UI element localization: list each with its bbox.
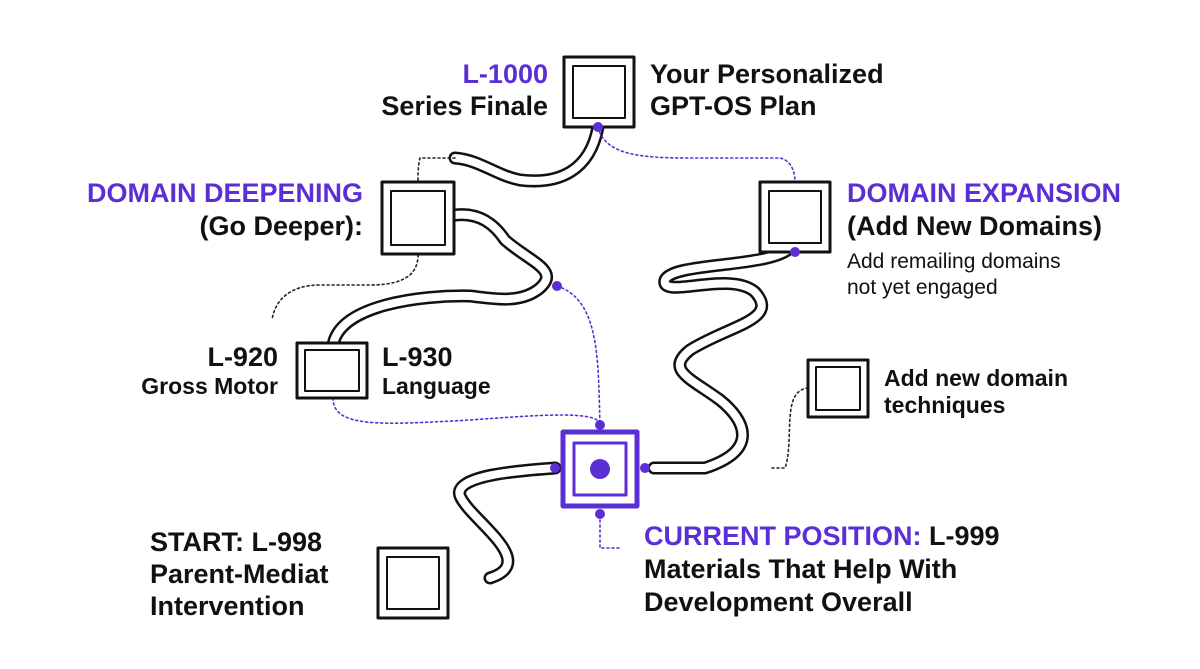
track-start-to-current xyxy=(453,461,562,585)
node-finale xyxy=(562,55,636,129)
current-position-heading: CURRENT POSITION: L-999 xyxy=(644,521,1000,551)
finale-code: L-1000 xyxy=(462,59,548,89)
dotted-links-dark xyxy=(271,157,811,469)
current-position-code: L-999 xyxy=(921,521,1000,551)
track-current-to-expansion xyxy=(647,241,797,475)
current-position-prefix: CURRENT POSITION: xyxy=(644,521,922,551)
finale-subtitle: Series Finale xyxy=(381,91,548,121)
plan-title-line2: GPT-OS Plan xyxy=(650,91,817,121)
language-name: Language xyxy=(382,373,491,399)
start-line3: Intervention xyxy=(150,591,305,621)
start-line1: START: L-998 xyxy=(150,527,323,557)
techniques-line1: Add new domain xyxy=(884,365,1068,391)
deepening-title: DOMAIN DEEPENING xyxy=(86,178,363,208)
node-gross-motor-language xyxy=(295,341,369,400)
gross-motor-code: L-920 xyxy=(207,342,278,372)
track-finale-to-deepening xyxy=(448,120,605,188)
node-domain-expansion xyxy=(758,180,832,254)
connector-dots xyxy=(550,122,800,519)
node-domain-deepening xyxy=(380,180,456,256)
start-line2: Parent-Mediat xyxy=(150,559,329,589)
expansion-subtitle: (Add New Domains) xyxy=(847,211,1103,241)
current-position-line2: Materials That Help With xyxy=(644,554,958,584)
node-current-position xyxy=(560,429,640,509)
track-deepening-to-gross-motor xyxy=(326,208,553,352)
techniques-line2: techniques xyxy=(884,392,1006,418)
node-start xyxy=(376,546,450,620)
language-code: L-930 xyxy=(382,342,453,372)
expansion-title: DOMAIN EXPANSION xyxy=(847,178,1122,208)
dotted-links-accent xyxy=(332,126,796,549)
node-techniques xyxy=(806,358,870,419)
expansion-note-line1: Add remailing domains xyxy=(847,250,1061,273)
gross-motor-name: Gross Motor xyxy=(141,373,278,399)
deepening-subtitle: (Go Deeper): xyxy=(199,211,363,241)
plan-title-line1: Your Personalized xyxy=(650,59,884,89)
expansion-note-line2: not yet engaged xyxy=(847,276,998,299)
current-position-line3: Development Overall xyxy=(644,587,913,617)
current-position-marker xyxy=(590,459,610,479)
